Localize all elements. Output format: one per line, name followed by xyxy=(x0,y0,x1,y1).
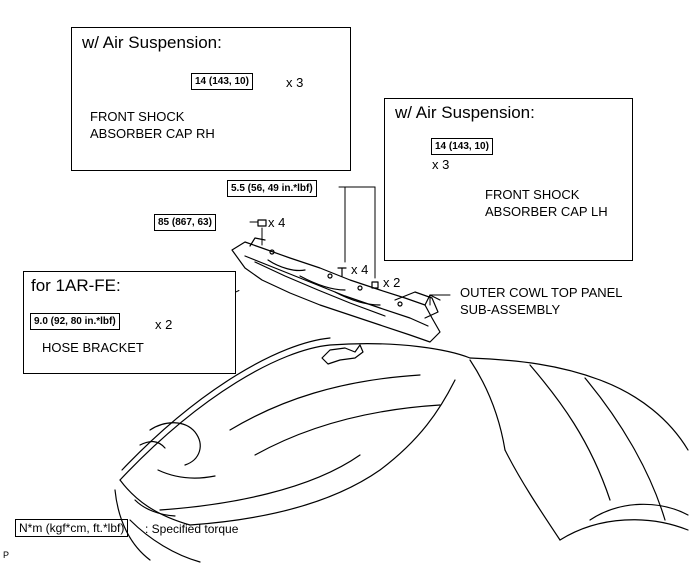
legend-description: : Specified torque xyxy=(145,522,239,536)
front-shock-absorber-cap-rh-label: FRONT SHOCK ABSORBER CAP RH xyxy=(90,109,215,141)
cowl-bolt-qty: x 4 xyxy=(268,215,286,230)
cowl-small-qty-b: x 2 xyxy=(383,275,401,290)
air-suspension-rh-qty: x 3 xyxy=(286,75,304,90)
air-suspension-lh-torque: 14 (143, 10) xyxy=(431,138,493,155)
small-bracket-drawing xyxy=(321,344,364,365)
front-shock-absorber-cap-lh-label: FRONT SHOCK ABSORBER CAP LH xyxy=(485,187,608,219)
air-suspension-lh-qty: x 3 xyxy=(432,157,450,172)
hose-bracket-torque: 9.0 (92, 80 in.*lbf) xyxy=(30,313,120,330)
cowl-small-qty-a: x 4 xyxy=(351,262,369,277)
air-suspension-rh-title: w/ Air Suspension: xyxy=(82,33,222,52)
engine-1ar-fe-title: for 1AR-FE: xyxy=(31,276,121,295)
hose-bracket-qty: x 2 xyxy=(155,317,173,332)
air-suspension-lh-title: w/ Air Suspension: xyxy=(395,103,535,122)
vehicle-outline xyxy=(114,337,689,563)
air-suspension-rh-panel xyxy=(71,27,351,171)
panel-bolts xyxy=(257,219,379,289)
hose-bracket-label: HOSE BRACKET xyxy=(42,340,144,355)
air-suspension-lh-panel xyxy=(384,98,633,261)
outer-cowl-top-panel-label: OUTER COWL TOP PANEL SUB-ASSEMBLY xyxy=(460,285,623,317)
air-suspension-rh-torque: 14 (143, 10) xyxy=(191,73,253,90)
cowl-small-torque: 5.5 (56, 49 in.*lbf) xyxy=(227,180,317,197)
cowl-bolt-torque: 85 (867, 63) xyxy=(154,214,216,231)
legend-unit-box: N*m (kgf*cm, ft.*lbf) xyxy=(15,519,129,537)
corner-mark: P xyxy=(3,550,10,560)
